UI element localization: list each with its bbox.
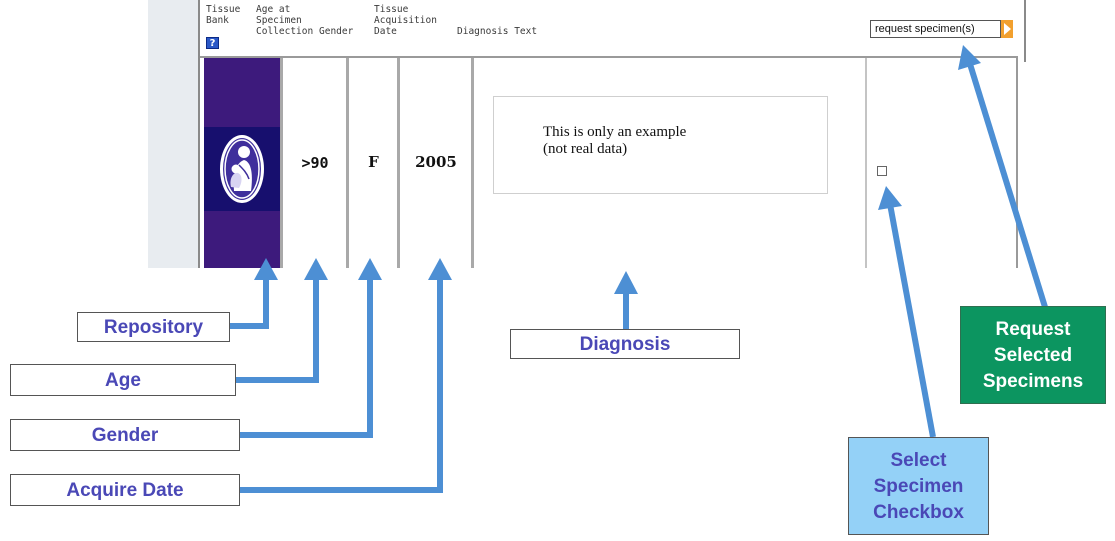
age-arrow [236,278,319,383]
select-specimen-checkbox-callout: Select Specimen Checkbox [848,437,989,535]
diagnosis-text-box [493,96,828,194]
header-gender: Gender [319,26,354,37]
header-tissue-bank: Tissue Bank [206,4,241,26]
column-divider [397,58,400,268]
table-left-border [198,0,200,268]
age-callout: Age [10,364,236,396]
gender-value: F [368,153,379,171]
left-nav-panel [148,0,198,268]
acquire-date-arrow [240,278,443,493]
help-icon[interactable]: ? [206,37,219,49]
column-divider [471,58,474,268]
column-divider [865,58,867,268]
column-divider [280,58,283,268]
request-selected-specimens-callout: Request Selected Specimens [960,306,1106,404]
play-triangle-icon[interactable] [1001,20,1013,38]
gender-arrow [240,278,373,438]
diagnosis-callout: Diagnosis [510,329,740,359]
header-acquisition-date: Tissue Acquisition Date [374,4,437,37]
column-divider [346,58,349,268]
header-age: Age at Specimen Collection [256,4,314,37]
acquire-date-callout: Acquire Date [10,474,240,506]
diagnosis-text: This is only an example (not real data) [543,124,687,157]
mother-child-emblem-icon [217,131,267,207]
age-value: >90 [301,154,329,172]
repository-arrow [230,278,269,329]
acquisition-date-value: 2005 [415,153,457,171]
select-specimen-checkbox[interactable] [877,166,887,176]
header-diagnosis: Diagnosis Text [457,26,538,37]
repository-callout: Repository [77,312,230,342]
request-specimens-button[interactable]: request specimen(s) [870,20,1001,38]
gender-callout: Gender [10,419,240,451]
table-right-border [1024,0,1026,62]
